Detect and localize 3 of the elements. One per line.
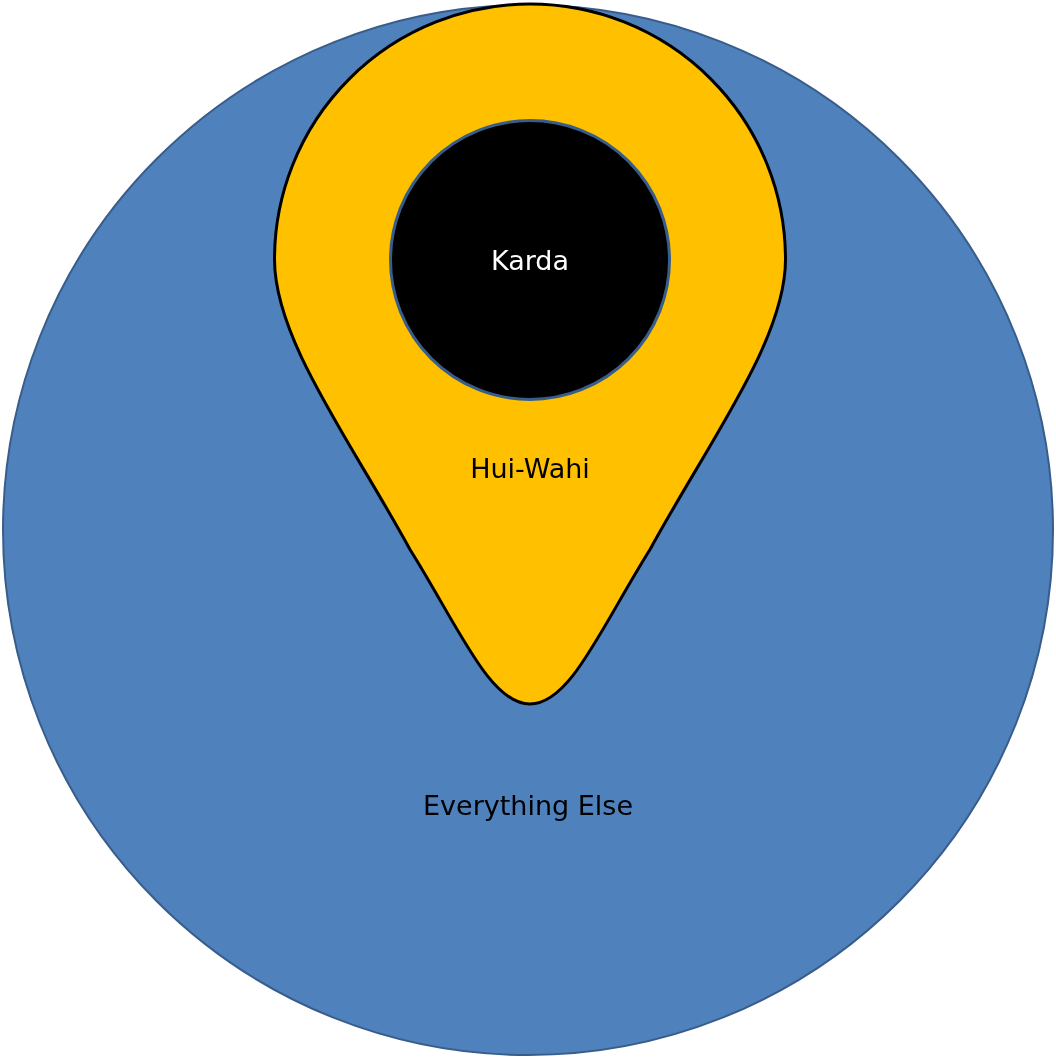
region-label: Everything Else (423, 789, 633, 821)
region-label: Hui-Wahi (470, 452, 590, 484)
region-label: Karda (490, 244, 570, 276)
